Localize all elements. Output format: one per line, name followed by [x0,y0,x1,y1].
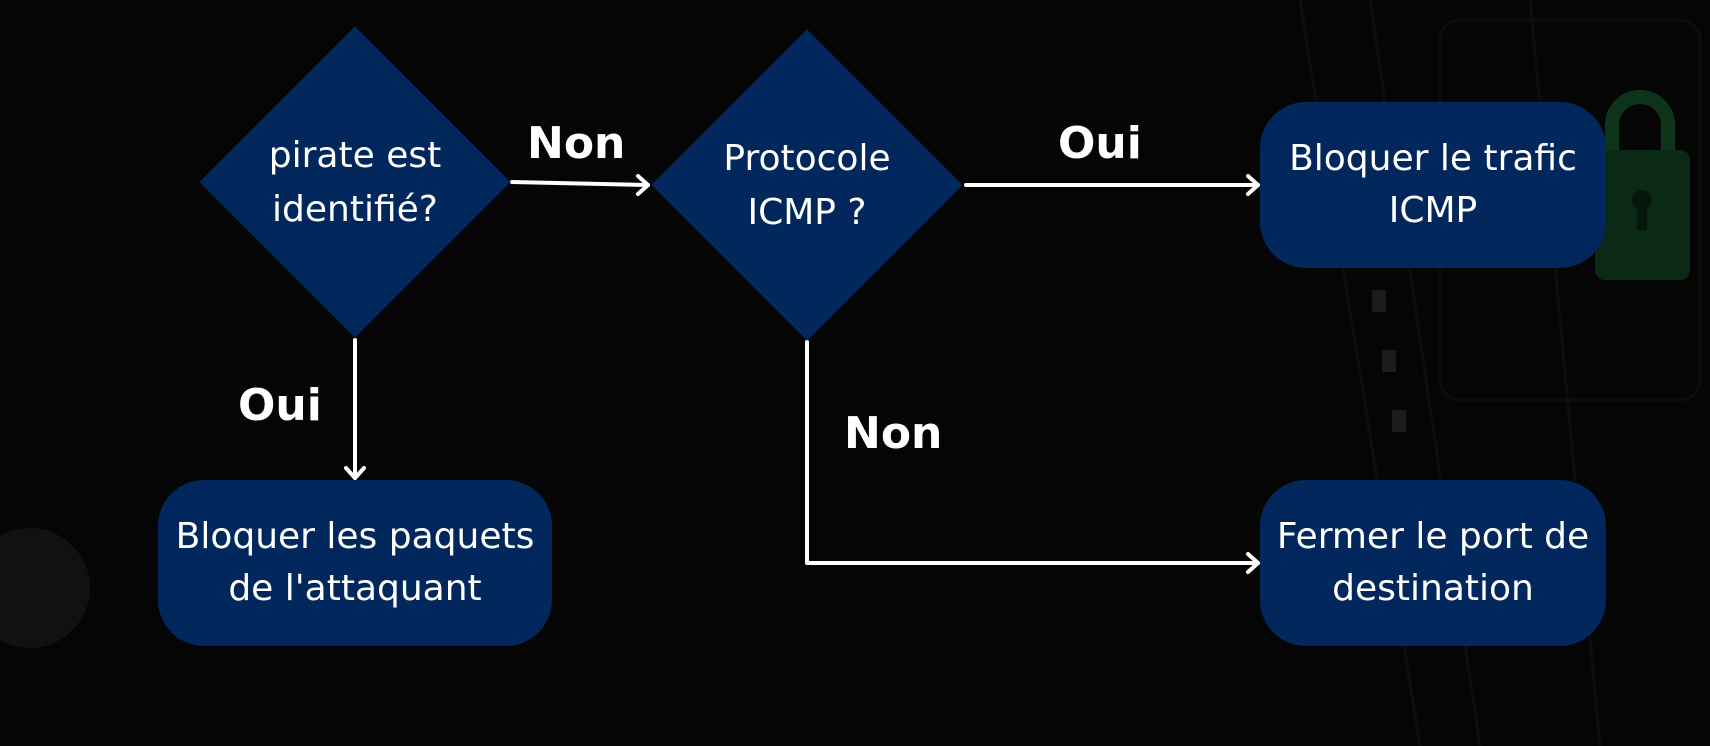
arrow-pirate-to-icmp [510,180,650,187]
edge-label-pirate-oui: Oui [238,380,322,431]
action-close-port: Fermer le port de destination [1260,480,1606,646]
edge-label-icmp-oui: Oui [1058,118,1142,169]
edge-label-icmp-non: Non [844,408,943,459]
decision-pirate-label: pirate est identifié? [268,134,442,230]
action-block-attacker: Bloquer les paquets de l'attaquant [158,480,552,646]
action-block-icmp: Bloquer le trafic ICMP [1260,102,1606,268]
decision-icmp-label: Protocole ICMP ? [723,137,891,233]
edge-label-pirate-non: Non [527,118,626,169]
arrow-icmp-to-close-port [805,340,1260,565]
lock-icon [1595,90,1690,280]
